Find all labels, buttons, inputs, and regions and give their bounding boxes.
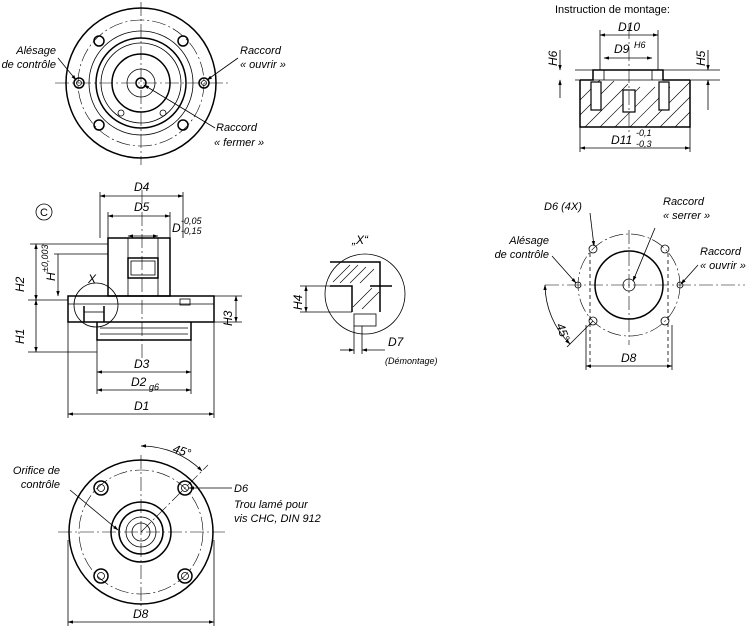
port-open-label-right: Raccord« ouvrir » — [700, 246, 746, 272]
x-marker: X — [87, 272, 97, 286]
d4-label: D4 — [134, 180, 150, 194]
d10-label: D10 — [618, 20, 640, 34]
detail-x-title: „X“ — [351, 233, 369, 247]
h-label: H — [44, 272, 58, 281]
h6-label: H6 — [546, 50, 560, 66]
d7-label: D7 — [388, 335, 405, 349]
section-c-marker: C — [40, 207, 48, 219]
h3-label: H3 — [221, 310, 235, 326]
d2-tolerance: g6 — [149, 382, 159, 392]
mount-section — [558, 25, 720, 152]
d5-label: D5 — [134, 200, 150, 214]
bottom-view — [58, 444, 232, 626]
d11-tol-lower: -0,3 — [636, 139, 652, 149]
port-close-label-top: Raccord« fermer » — [214, 122, 264, 149]
d7-note: (Démontage) — [385, 356, 438, 366]
angle-45-right: 45° — [553, 321, 572, 343]
h2-label: H2 — [13, 276, 27, 292]
h-tolerance: ±0,003 — [40, 245, 50, 272]
detail-x — [300, 253, 406, 354]
right-plan-view — [543, 212, 745, 370]
h4-label: H4 — [291, 294, 305, 310]
port-clamp-label: Raccord« serrer » — [663, 196, 710, 222]
d6-4x-label: D6 (4X) — [544, 201, 582, 213]
d2-label: D2 — [131, 375, 147, 389]
top-view — [55, 2, 239, 165]
h1-label: H1 — [13, 329, 27, 344]
d8-bottom-label: D8 — [133, 607, 149, 621]
d-tol-upper: -0,05 — [181, 216, 203, 226]
port-open-label-top: Raccord« ouvrir » — [240, 45, 286, 71]
d-tol-lower: -0,15 — [181, 226, 203, 236]
angle-45-bottom: 45° — [171, 442, 193, 461]
side-view — [28, 190, 242, 418]
d8-right-label: D8 — [621, 351, 637, 365]
d6-label: D6 — [234, 483, 249, 495]
d9-tolerance: H6 — [634, 40, 646, 50]
d11-label: D11 — [611, 133, 632, 147]
d-label: D — [172, 221, 181, 235]
d11-tol-upper: -0,1 — [636, 128, 652, 138]
h5-label: H5 — [694, 50, 708, 66]
mount-title: Instruction de montage: — [555, 4, 670, 16]
d9-label: D9 — [614, 42, 630, 56]
d3-label: D3 — [134, 357, 150, 371]
d1-label: D1 — [134, 399, 149, 413]
